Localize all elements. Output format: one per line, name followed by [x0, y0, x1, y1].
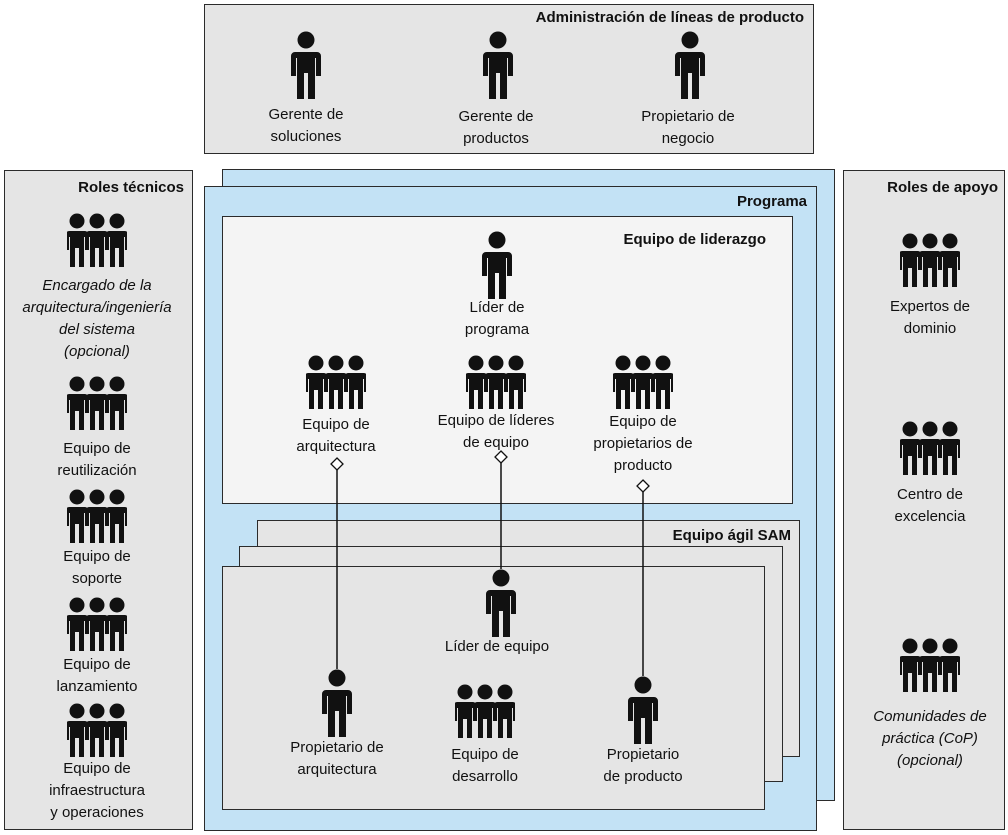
team-icon [306, 355, 366, 413]
product-line-management-title: Administración de líneas de producto [535, 9, 804, 26]
aggregation-diamond [330, 457, 344, 471]
aggregation-diamond [636, 479, 650, 493]
aggregation-diamond [494, 450, 508, 464]
team-icon [67, 376, 127, 434]
technical-roles-title: Roles técnicos [78, 179, 184, 196]
team-icon [900, 638, 960, 696]
team-icon [67, 703, 127, 761]
team-icon [466, 355, 526, 413]
team-icon [900, 233, 960, 291]
role-team-lead: Líder de equipo [444, 638, 550, 655]
person-icon [477, 231, 517, 301]
person-icon [286, 31, 326, 101]
person-icon [481, 569, 521, 639]
person-icon [670, 31, 710, 101]
team-icon [67, 213, 127, 271]
support-roles-title: Roles de apoyo [887, 179, 998, 196]
person-icon [478, 31, 518, 101]
team-icon [900, 421, 960, 479]
program-title: Programa [736, 193, 807, 210]
team-icon [613, 355, 673, 413]
team-icon [67, 597, 127, 655]
person-icon [623, 676, 663, 746]
team-icon [67, 489, 127, 547]
product-line-management-panel: Administración de líneas de producto [204, 4, 814, 154]
person-icon [317, 669, 357, 739]
leadership-team-title: Equipo de liderazgo [623, 231, 766, 248]
agile-team-title: Equipo ágil SAM [672, 527, 791, 544]
team-icon [455, 684, 515, 742]
